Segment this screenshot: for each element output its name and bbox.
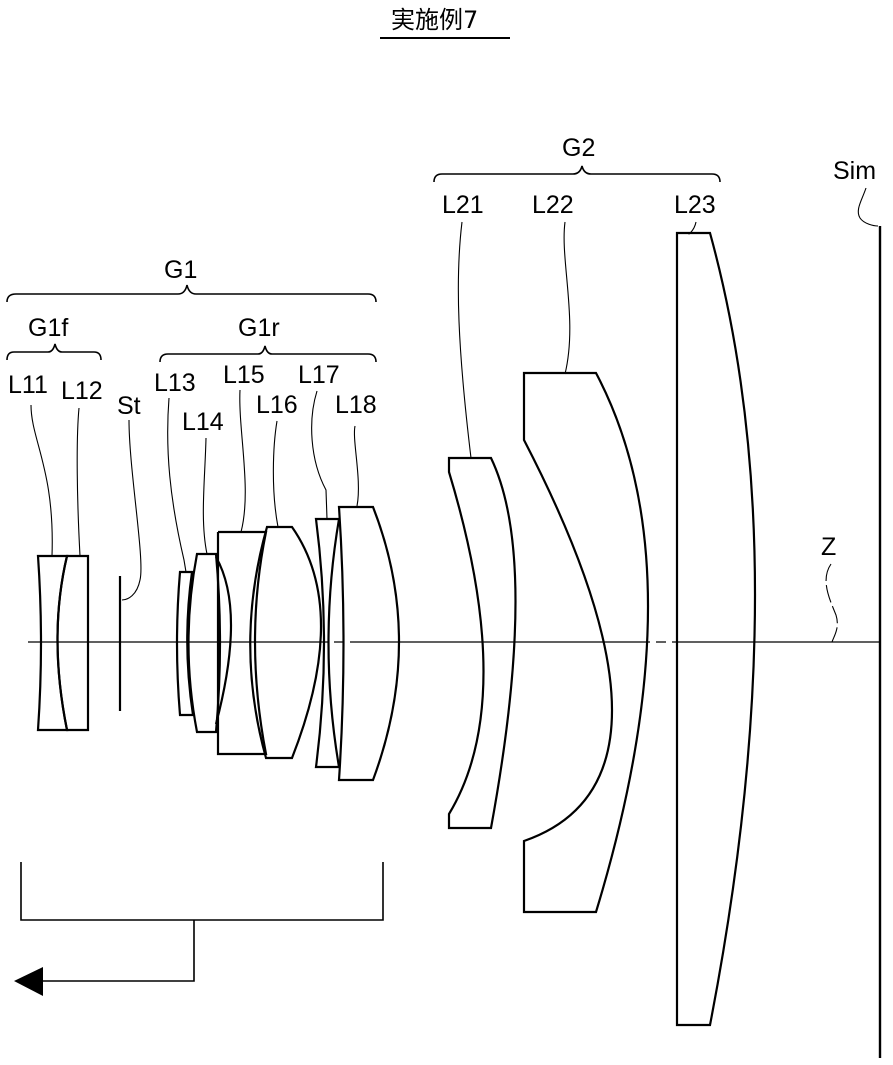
l22-label: L22 [532,191,574,219]
g2-label: G2 [562,134,595,162]
l16-label: L16 [256,391,298,419]
focus-group-bracket [20,862,384,921]
l18-leader [353,425,359,507]
g1f-brace [6,343,102,361]
lens-l21 [447,456,517,830]
lens-l16 [249,525,323,760]
arrow-left-icon [14,967,43,996]
l21-leader [457,221,472,459]
g1r-label: G1r [238,314,280,342]
sim-leader [857,187,879,227]
l14-leader [202,437,208,555]
lens-l18 [337,505,401,782]
l18-label: L18 [335,391,377,419]
g1r-brace [159,345,377,363]
l16-leader [272,420,279,528]
g1-brace [6,284,377,303]
l17-label: L17 [298,361,340,389]
z-leader [825,563,838,643]
l17-leader [311,390,328,520]
g2-brace [433,165,721,183]
sim-label: Sim [833,157,876,185]
g1f-label: G1f [28,314,68,342]
l14-label: L14 [182,408,224,436]
l21-label: L21 [442,191,484,219]
g1-label: G1 [164,256,197,284]
l11-label: L11 [8,371,48,399]
lens-l23 [675,231,757,1027]
focus-movement-line [42,920,195,982]
st-label: St [117,392,141,420]
st-leader [121,419,142,601]
l23-label: L23 [674,191,716,219]
lens-l14 [187,552,222,734]
l22-leader [563,221,571,375]
figure-title: 実施例7 [391,6,478,34]
l12-leader [76,407,81,557]
l15-leader [239,389,246,533]
l13-label: L13 [154,369,196,397]
l12-label: L12 [61,377,103,405]
l15-label: L15 [223,361,265,389]
lens-l12 [56,554,90,732]
l13-leader [167,397,187,573]
z-label: Z [821,533,836,561]
l11-leader [30,404,53,557]
lens-l15 [214,530,268,756]
lens-l22 [522,371,650,914]
